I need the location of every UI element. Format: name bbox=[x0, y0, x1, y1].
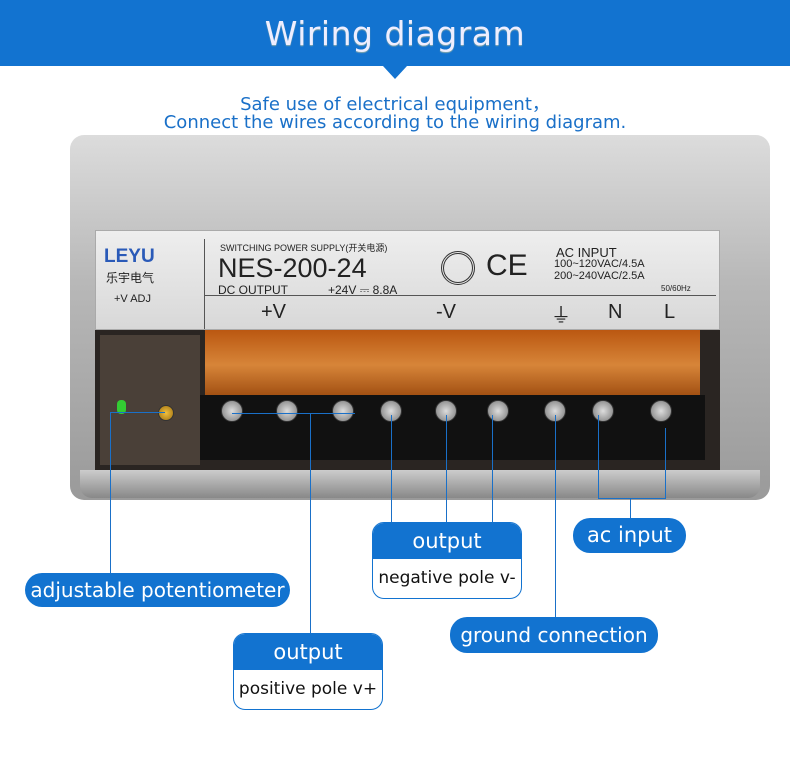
ac-spec-2: 200~240VAC/2.5A bbox=[554, 270, 645, 282]
led-indicator bbox=[117, 400, 126, 414]
callout-negative-output: output negative pole v- bbox=[372, 522, 522, 599]
ac-input-label: AC INPUT bbox=[556, 245, 617, 260]
ccc-mark-icon bbox=[441, 251, 475, 285]
terminal-label-neg: -V bbox=[436, 301, 456, 323]
brand-cn: 乐宇电气 bbox=[106, 271, 155, 285]
header-pointer bbox=[383, 66, 407, 79]
callout-ac-input: ac input bbox=[573, 518, 686, 553]
model-label: NES-200-24 bbox=[218, 253, 367, 283]
ce-mark: CE bbox=[486, 249, 528, 282]
callout-desc: negative pole v- bbox=[378, 568, 516, 588]
terminal-label-pos: +V bbox=[261, 301, 287, 323]
ac-spec-1: 100~120VAC/4.5A bbox=[554, 258, 645, 270]
casing-lip bbox=[80, 470, 760, 498]
screw-terminal bbox=[650, 400, 672, 422]
freq-label: 50/60Hz bbox=[661, 284, 691, 293]
callout-desc: positive pole v+ bbox=[238, 679, 378, 699]
spec-label: LEYU 乐宇电气 +V ADJ SWITCHING POWER SUPPLY(… bbox=[95, 230, 720, 330]
screw-terminal bbox=[276, 400, 298, 422]
screw-terminal bbox=[487, 400, 509, 422]
subtitle-line1: Safe use of electrical equipment， bbox=[240, 94, 550, 115]
screw-terminal bbox=[592, 400, 614, 422]
header-banner: Wiring diagram bbox=[0, 0, 790, 66]
potentiometer-board bbox=[100, 335, 200, 465]
potentiometer bbox=[158, 405, 174, 421]
terminal-label-l: L bbox=[664, 301, 676, 323]
ground-icon: ⏚ bbox=[551, 305, 571, 327]
screw-terminal bbox=[332, 400, 354, 422]
dc-spec: +24V ⎓ 8.8A bbox=[328, 283, 398, 297]
screw-terminal bbox=[221, 400, 243, 422]
terminal-label-n: N bbox=[608, 301, 623, 323]
page-title: Wiring diagram bbox=[264, 14, 526, 53]
callout-title: output bbox=[373, 523, 521, 559]
subtitle-line2: Connect the wires according to the wirin… bbox=[163, 112, 627, 133]
callout-potentiometer: adjustable potentiometer bbox=[25, 573, 290, 607]
dc-output-label: DC OUTPUT bbox=[218, 283, 288, 297]
callout-ground: ground connection bbox=[450, 617, 658, 653]
adj-label: +V ADJ bbox=[114, 293, 151, 305]
terminal-cover bbox=[205, 330, 700, 400]
callout-positive-output: output positive pole v+ bbox=[233, 633, 383, 710]
callout-title: output bbox=[234, 634, 382, 670]
type-label: SWITCHING POWER SUPPLY(开关电源) bbox=[220, 243, 388, 253]
brand-logo: LEYU bbox=[104, 246, 155, 267]
